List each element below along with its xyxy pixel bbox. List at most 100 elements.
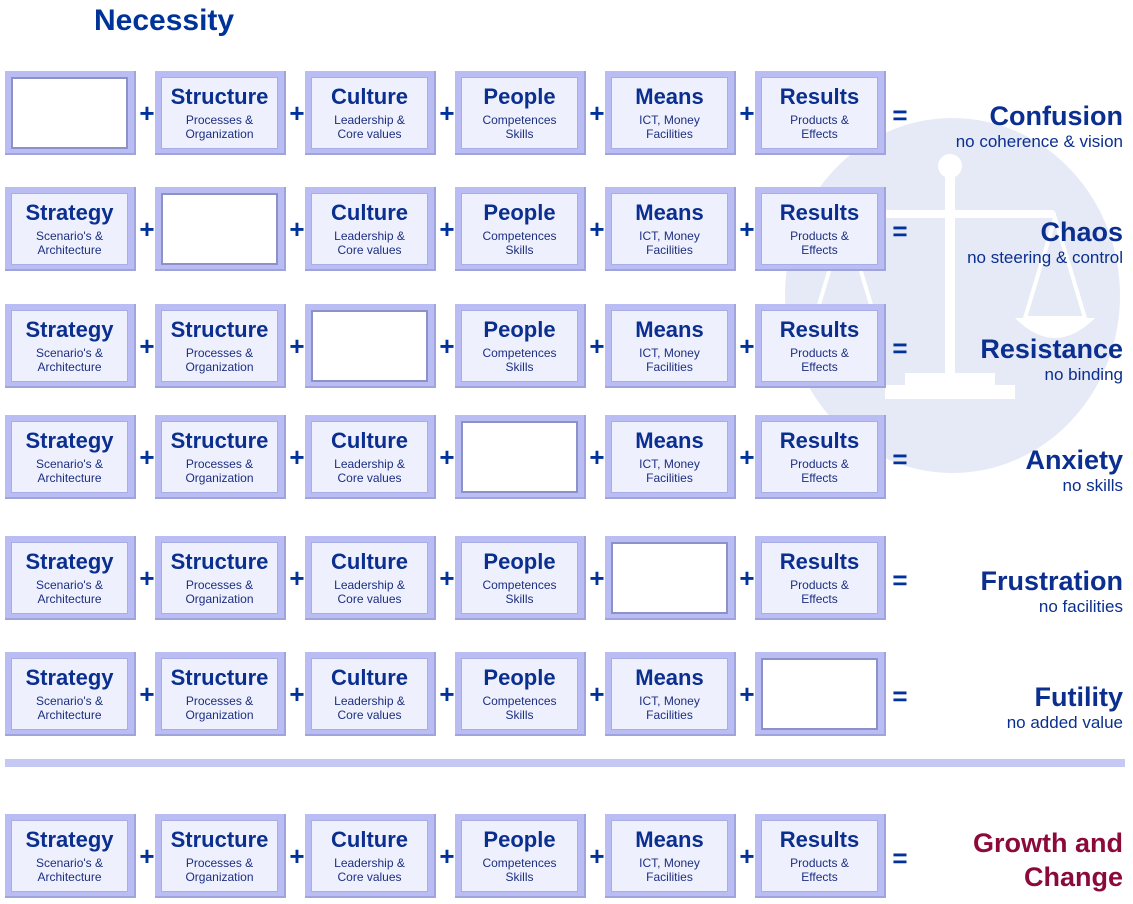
- component-name: Means: [635, 84, 704, 109]
- component-detail-line-1: Products &: [790, 457, 849, 471]
- component-detail-line-2: Facilities: [646, 127, 693, 141]
- component-detail-line-1: Competences: [482, 229, 557, 243]
- component-name: Structure: [170, 317, 269, 342]
- component-name: Culture: [331, 665, 408, 690]
- outcome-title: Frustration: [980, 566, 1123, 596]
- component-detail-line-1: ICT, Money: [639, 113, 700, 127]
- plus-sign: +: [289, 442, 305, 472]
- outcome-subtitle: no skills: [1062, 476, 1123, 495]
- component-name: Culture: [331, 84, 408, 109]
- component-detail-line-1: Scenario's &: [36, 694, 103, 708]
- outcome-subtitle: no steering & control: [967, 248, 1123, 267]
- component-detail-line-2: Effects: [801, 870, 838, 884]
- component-detail-line-1: ICT, Money: [639, 457, 700, 471]
- outcome-title: Anxiety: [1025, 445, 1123, 475]
- component-detail-line-2: Core values: [337, 870, 402, 884]
- component-detail-line-2: Core values: [337, 592, 402, 606]
- component-detail-line-2: Skills: [505, 360, 534, 374]
- plus-sign: +: [589, 442, 605, 472]
- component-detail-line-2: Organization: [185, 360, 254, 374]
- component-name: People: [483, 549, 556, 574]
- component-detail-line-2: Facilities: [646, 243, 693, 257]
- component-name: Means: [635, 827, 704, 852]
- component-name: Culture: [331, 428, 408, 453]
- component-detail-line-1: Processes &: [185, 113, 254, 127]
- plus-sign: +: [739, 331, 755, 361]
- component-name: Means: [635, 200, 704, 225]
- component-detail-line-1: Leadership &: [334, 457, 405, 471]
- component-detail-line-2: Organization: [185, 592, 254, 606]
- missing-component-placeholder: [761, 658, 878, 730]
- component-detail-line-2: Architecture: [37, 870, 102, 884]
- component-detail-line-1: Competences: [482, 694, 557, 708]
- component-detail-line-1: Leadership &: [334, 578, 405, 592]
- outcome-title: Resistance: [980, 334, 1123, 364]
- component-name: Results: [779, 549, 860, 574]
- component-detail-line-2: Facilities: [646, 708, 693, 722]
- component-detail-line-2: Architecture: [37, 708, 102, 722]
- component-detail-line-1: Scenario's &: [36, 229, 103, 243]
- plus-sign: +: [439, 331, 455, 361]
- outcome-subtitle: no binding: [1044, 365, 1123, 384]
- component-name: Results: [779, 317, 860, 342]
- component-detail-line-1: Processes &: [185, 578, 254, 592]
- component-name: Strategy: [25, 428, 114, 453]
- component-detail-line-2: Effects: [801, 592, 838, 606]
- outcome-subtitle: no coherence & vision: [955, 132, 1123, 151]
- equals-sign: =: [892, 333, 908, 363]
- plus-sign: +: [139, 442, 155, 472]
- missing-component-placeholder: [161, 193, 278, 265]
- plus-sign: +: [289, 98, 305, 128]
- component-name: Strategy: [25, 827, 114, 852]
- outcome-title: Confusion: [989, 101, 1123, 131]
- component-name: People: [483, 317, 556, 342]
- outcome-title: Chaos: [1040, 217, 1123, 247]
- component-name: People: [483, 200, 556, 225]
- missing-component-placeholder: [461, 421, 578, 493]
- component-detail-line-1: Leadership &: [334, 694, 405, 708]
- plus-sign: +: [739, 442, 755, 472]
- plus-sign: +: [739, 563, 755, 593]
- component-name: Strategy: [25, 665, 114, 690]
- component-detail-line-1: ICT, Money: [639, 856, 700, 870]
- plus-sign: +: [739, 98, 755, 128]
- plus-sign: +: [289, 331, 305, 361]
- component-detail-line-2: Effects: [801, 127, 838, 141]
